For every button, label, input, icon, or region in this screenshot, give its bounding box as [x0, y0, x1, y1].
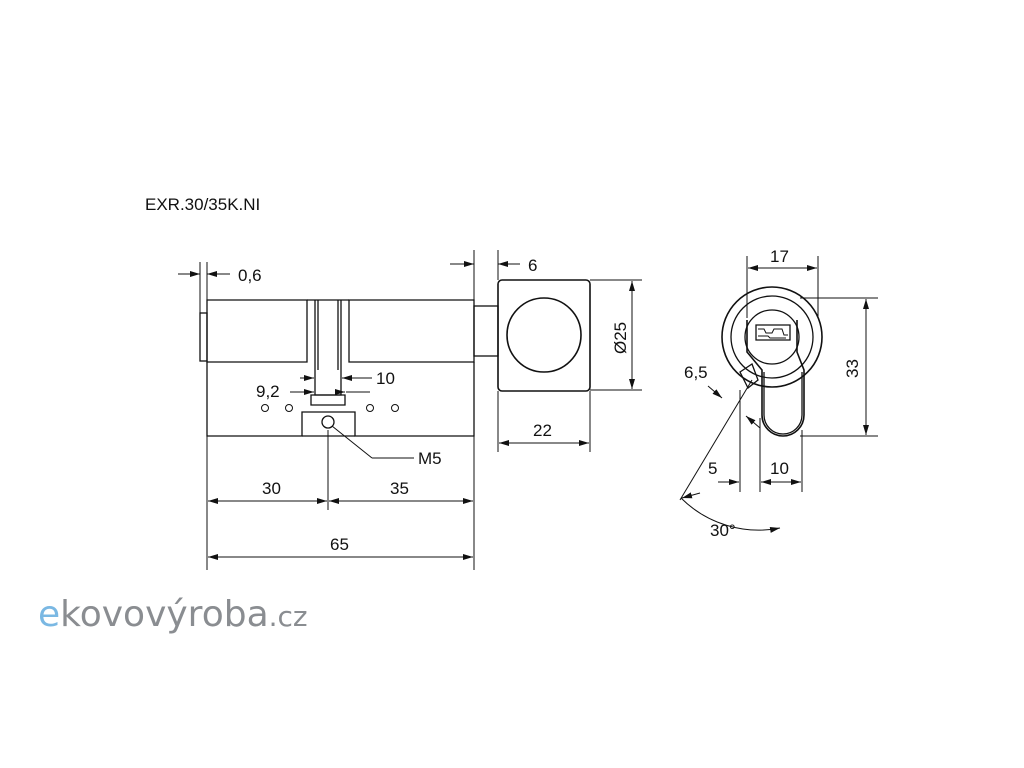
dim-profile-width-label: 17 [770, 247, 789, 266]
dim-knob-length: 22 [497, 391, 591, 452]
dim-right-length-label: 35 [390, 479, 409, 498]
dim-left-length-label: 30 [262, 479, 281, 498]
dim-total-length: 65 [208, 535, 473, 560]
dim-knob-gap-label: 6 [528, 256, 537, 275]
dim-knob-diameter: Ø25 [590, 279, 642, 391]
dim-profile-height-label: 33 [843, 359, 862, 378]
dim-collar-label: 0,6 [238, 266, 262, 285]
part-code: EXR.30/35K.NI [145, 195, 260, 214]
dim-collar: 0,6 [178, 262, 262, 313]
dim-screw: M5 [331, 425, 442, 468]
dim-profile-height: 33 [800, 297, 878, 437]
dim-lower-width-label: 10 [770, 459, 789, 478]
cylinder-side-view [199, 279, 591, 437]
svg-text:ekovovýroba.cz: ekovovýroba.cz [38, 594, 308, 635]
dim-knob-gap: 6 [450, 250, 537, 300]
dim-profile-width: 17 [746, 247, 819, 318]
dim-cam-slot-label: 10 [376, 369, 395, 388]
cylinder-profile-view [721, 286, 823, 437]
dim-cam-width-label: 9,2 [256, 382, 280, 401]
dim-cam-slot: 10 [300, 369, 395, 395]
dim-total-length-label: 65 [330, 535, 349, 554]
dim-knob-diameter-label: Ø25 [611, 322, 630, 354]
dim-knob-length-label: 22 [533, 421, 552, 440]
brand-logo: ekovovýroba.cz [38, 594, 308, 635]
dim-cam-offset-label: 6,5 [684, 363, 708, 382]
dim-cam-offset: 6,5 [684, 363, 761, 429]
dim-angle-label: 30° [710, 521, 736, 540]
dim-cam-offset-2-label: 5 [708, 459, 717, 478]
dim-lower: 5 10 [708, 390, 803, 492]
dim-lengths: 30 35 [206, 430, 475, 570]
dim-angle: 30° [679, 379, 781, 540]
dim-screw-label: M5 [418, 449, 442, 468]
